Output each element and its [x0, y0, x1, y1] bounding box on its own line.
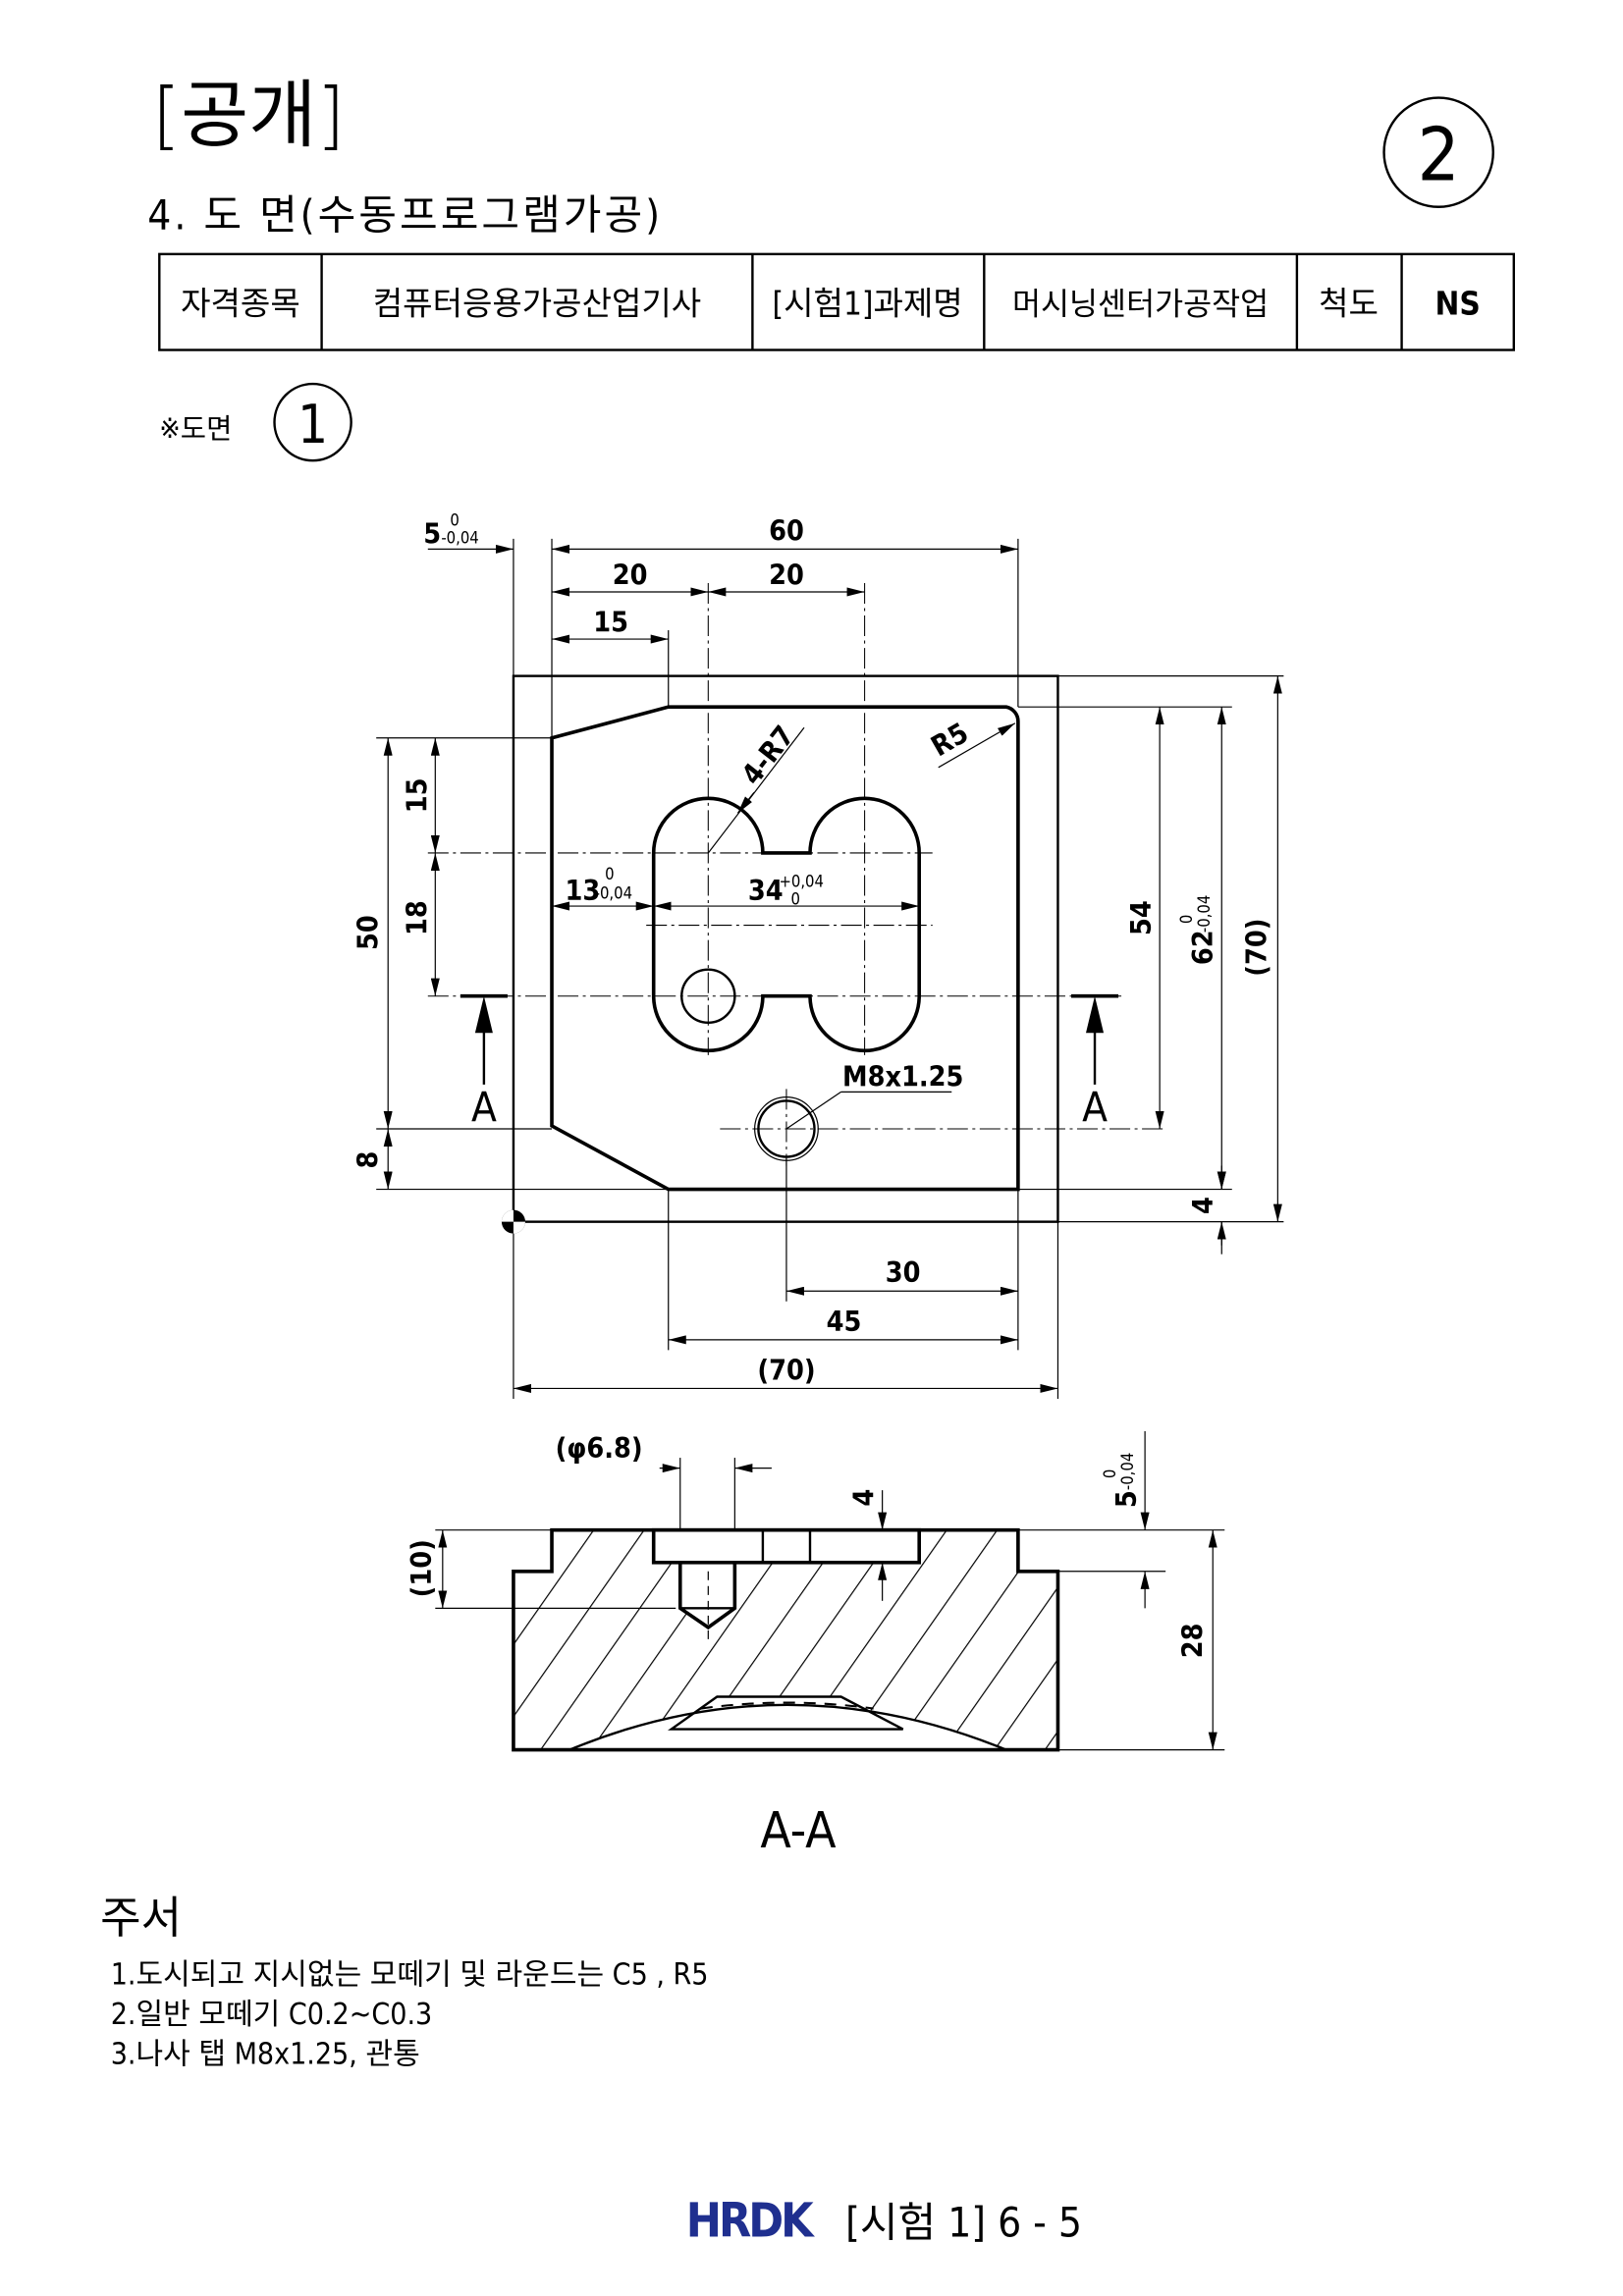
dim-5-tol-lower: -0,04 — [441, 528, 478, 547]
section-title: 4. 도 면(수동프로그램가공) — [147, 190, 663, 239]
drawing-label: ※도면 — [159, 412, 232, 446]
dim-15-vertical: 15 — [400, 777, 433, 813]
dim-62-tol-upper: 0 — [1177, 915, 1196, 924]
origin-mark — [501, 1209, 525, 1234]
dim-5-tol-upper: 0 — [450, 510, 459, 529]
page-number: [시험 1] 6 - 5 — [845, 2199, 1082, 2247]
note-item: 3.나사 탭 M8x1.25, 관통 — [111, 2038, 420, 2072]
dim-50: 50 — [352, 915, 385, 950]
dim-62: 62 — [1186, 930, 1219, 965]
dim-4: 4 — [1186, 1197, 1219, 1214]
footer: HRDK [시험 1] 6 - 5 — [686, 2194, 1082, 2249]
dim-60: 60 — [769, 513, 804, 547]
dim-15-horizontal: 15 — [593, 606, 628, 639]
dim-30: 30 — [886, 1255, 921, 1289]
dim-hole-depth-10: (10) — [405, 1539, 438, 1597]
dim-13: 13 — [566, 874, 601, 907]
dim-45: 45 — [827, 1305, 862, 1338]
section-marker-left: A — [460, 993, 508, 1131]
section-marker-right: A — [1070, 993, 1119, 1131]
dim-height-28: 28 — [1176, 1624, 1210, 1659]
note-item: 1.도시되고 지시없는 모떼기 및 라운드는 C5 , R5 — [111, 1958, 709, 1993]
drawing-number-badge: 1 — [273, 382, 352, 462]
plan-view: 5 0 -0,04 60 20 20 15 50 8 15 18 54 62 0… — [352, 510, 1284, 1399]
dim-34-tol-lower: 0 — [790, 890, 799, 909]
dim-70-horizontal: (70) — [757, 1353, 815, 1386]
radius-r5-label: R5 — [925, 716, 974, 763]
dim-13-tol-upper: 0 — [605, 865, 614, 883]
info-cell-scale-value: NS — [1435, 284, 1481, 322]
dim-20-left: 20 — [613, 558, 648, 591]
dim-62-tol-lower: -0,04 — [1195, 895, 1214, 933]
info-cell-task-value: 머시닝센터가공작업 — [1012, 287, 1269, 322]
dim-18: 18 — [400, 900, 433, 935]
dim-pocket-depth-4: 4 — [847, 1489, 881, 1507]
dim-13-tol-lower: -0,04 — [595, 884, 632, 903]
sheet-number: 2 — [1418, 112, 1460, 198]
dim-step-5-tol-upper: 0 — [1101, 1469, 1119, 1478]
info-cell-scale-label: 척도 — [1319, 284, 1379, 322]
note-item: 2.일반 모떼기 C0.2~C0.3 — [111, 1998, 433, 2032]
section-marker-left-label: A — [471, 1083, 497, 1131]
dim-34: 34 — [748, 874, 784, 907]
info-table: 자격종목 컴퓨터응용가공산업기사 [시험1]과제명 머시닝센터가공작업 척도 N… — [158, 252, 1516, 351]
dim-step-5-tol-lower: -0,04 — [1118, 1453, 1137, 1490]
section-view: (φ6.8) 4 5 0 -0,04 (10) 28 A-A — [405, 1431, 1225, 1860]
sheet-number-badge: 2 — [1382, 96, 1494, 208]
info-cell-task-label: [시험1]과제명 — [773, 284, 963, 322]
thread-callout: M8x1.25 — [842, 1059, 963, 1093]
section-hatch — [513, 1529, 1058, 1750]
dim-5: 5 — [423, 516, 441, 550]
dim-70-vertical: (70) — [1239, 919, 1272, 977]
dim-step-5: 5 — [1109, 1490, 1143, 1508]
dim-54: 54 — [1124, 900, 1158, 935]
dim-34-tol-upper: +0,04 — [779, 873, 824, 891]
dim-phi-6-8: (φ6.8) — [556, 1431, 643, 1465]
info-cell-qualification-label: 자격종목 — [181, 284, 300, 322]
notes: 주서 1.도시되고 지시없는 모떼기 및 라운드는 C5 , R5 2.일반 모… — [100, 1892, 708, 2072]
hrdk-logo: HRDK — [686, 2194, 815, 2249]
dim-20-right: 20 — [769, 558, 804, 591]
notes-title: 주서 — [100, 1892, 182, 1944]
dim-8: 8 — [352, 1151, 385, 1169]
slot-pocket — [651, 796, 922, 1053]
info-cell-qualification-value: 컴퓨터응용가공산업기사 — [373, 284, 701, 322]
radius-r7-label: 4-R7 — [734, 720, 801, 791]
drawing-number: 1 — [298, 394, 328, 455]
outer-profile — [550, 705, 1020, 1192]
section-marker-right-label: A — [1082, 1083, 1108, 1131]
section-title: A-A — [760, 1802, 837, 1860]
public-label: [공개] — [152, 72, 346, 158]
